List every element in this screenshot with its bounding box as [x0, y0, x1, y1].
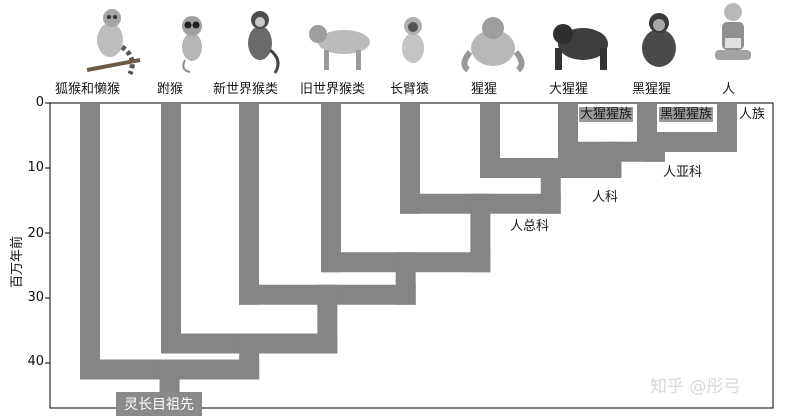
watermark: 知乎 @彤弓: [650, 377, 741, 397]
branch-gibbon: [400, 103, 420, 214]
species-label-lemurs-lorises: 狐猴和懒猴: [55, 82, 121, 97]
lemur-image: [86, 9, 141, 75]
orangutan-image: [461, 17, 525, 72]
taxon-label-gorillini: 大猩猩族: [579, 107, 634, 122]
chimpanzee-image: [642, 13, 676, 67]
taxon-label-hominidae: 人科: [592, 190, 619, 205]
branch-old-world-monkey: [321, 103, 341, 273]
taxon-label-hominoidea: 人总科: [510, 219, 550, 234]
y-tick-40: 40: [27, 354, 44, 369]
species-label-humans: 人: [722, 82, 736, 97]
branch-prosimian: [80, 103, 100, 380]
gibbon-image: [402, 17, 424, 63]
branch-new-world-monkey: [239, 103, 259, 305]
species-label-new-world-monkeys: 新世界猴类: [213, 82, 279, 97]
taxon-label-homininae: 人亚科: [663, 165, 703, 180]
y-tick-20: 20: [27, 226, 44, 241]
taxon-label-hominina: 人族: [739, 107, 766, 122]
new-world-monkey-image: [248, 11, 280, 74]
species-label-gorillas: 大猩猩: [549, 82, 589, 97]
taxon-label-panini: 黑猩猩族: [659, 107, 714, 122]
human-image: [715, 3, 751, 60]
y-tick-30: 30: [27, 290, 44, 305]
y-axis-label: 百万年前: [10, 235, 25, 288]
gorilla-image: [553, 24, 608, 70]
species-label-tarsiers: 跗猴: [157, 82, 184, 97]
y-tick-10: 10: [27, 160, 44, 175]
branch-tarsier: [161, 103, 181, 354]
species-label-old-world-monkeys: 旧世界猴类: [300, 82, 366, 97]
species-label-orangutans: 猩猩: [471, 82, 498, 97]
species-label-gibbons: 长臂猿: [390, 82, 430, 97]
species-label-chimpanzees: 黑猩猩: [632, 82, 672, 97]
y-tick-0: 0: [35, 95, 44, 110]
ancestor-label: 灵长目祖先: [116, 392, 202, 416]
baboon-image: [309, 25, 370, 70]
tarsier-image: [182, 16, 202, 73]
